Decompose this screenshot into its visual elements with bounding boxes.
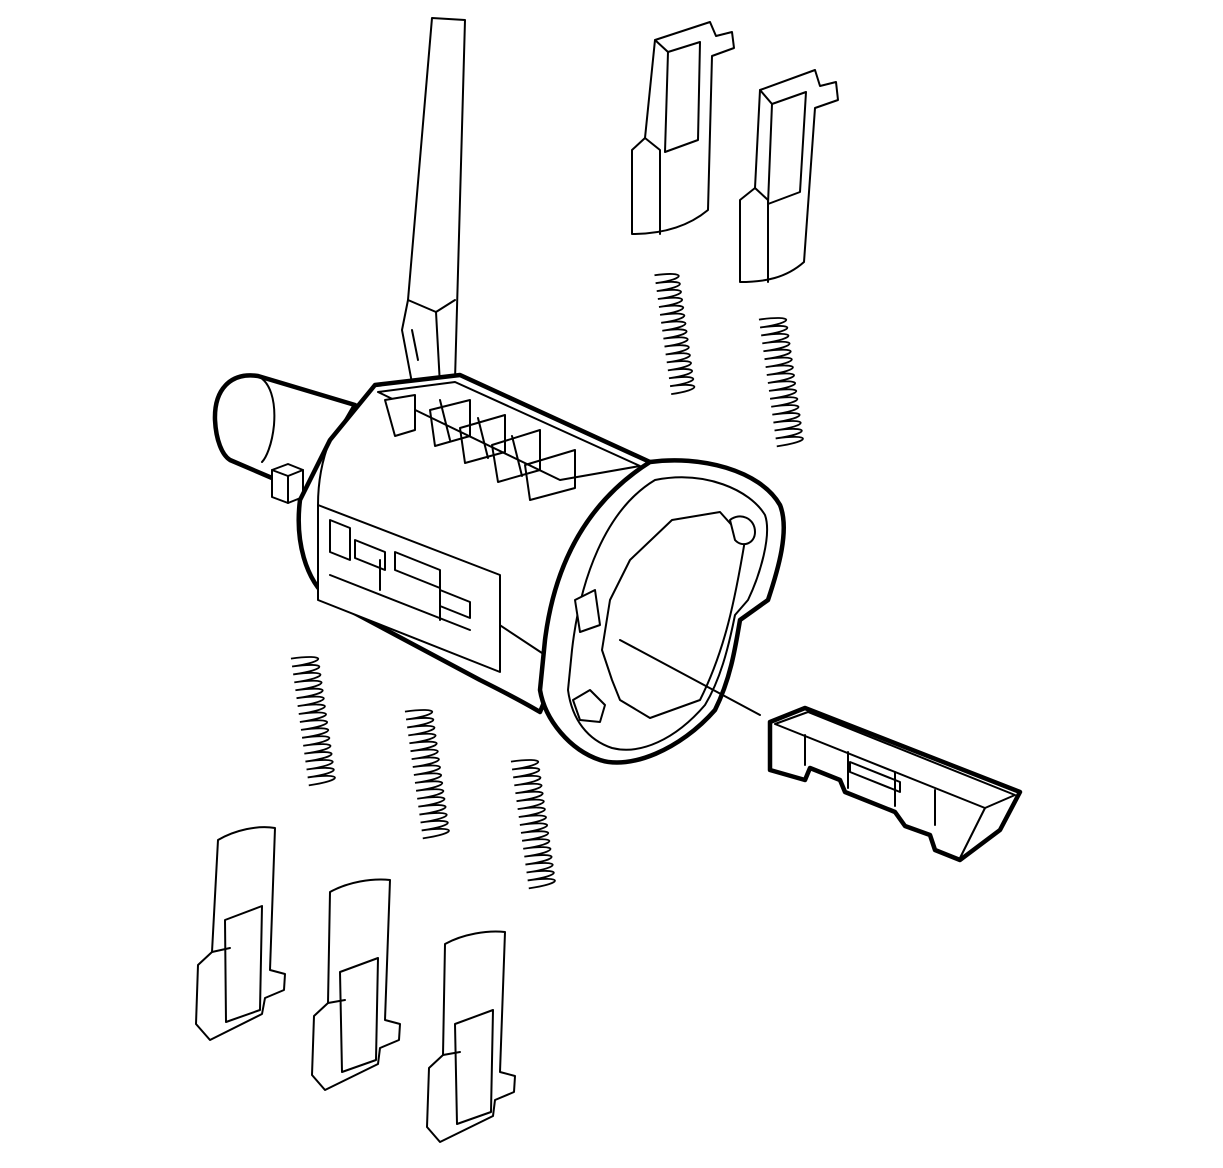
screwdriver [401,17,466,389]
lock-cylinder [212,372,787,765]
tumbler-spring [654,273,696,395]
tumbler-wafer [631,21,735,235]
tumbler-spring [290,656,336,787]
tumbler-spring [404,709,450,840]
tumbler-spring [510,759,556,890]
tumbler-wafer [311,878,401,1091]
tumbler-wafer [739,69,839,283]
tumbler-slots [384,394,576,501]
tumbler-spring [758,317,804,448]
tumbler-wafer [195,826,286,1041]
side-window [317,504,501,673]
key-insert [767,705,1023,863]
tumbler-wafer [426,930,516,1143]
